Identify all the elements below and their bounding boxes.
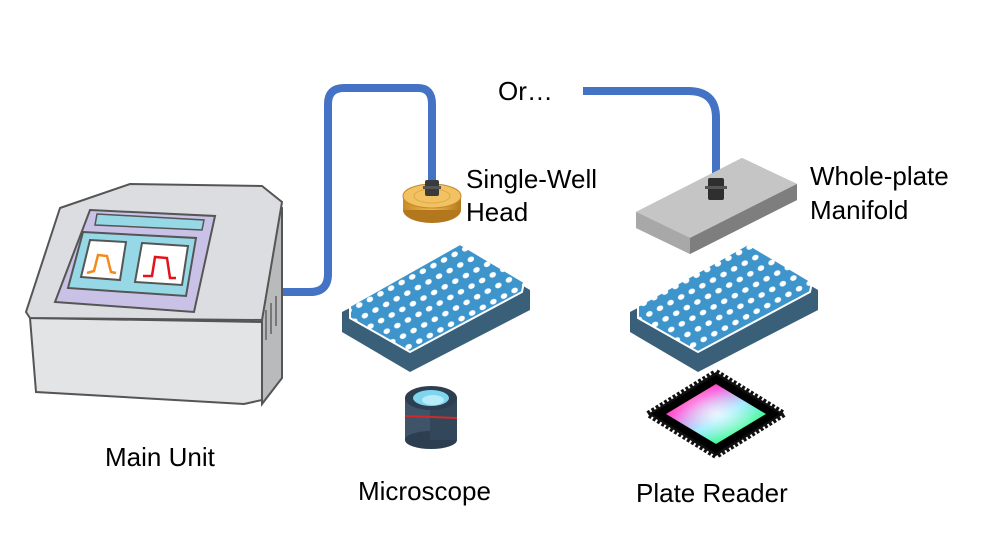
microscope-objective-icon	[404, 386, 458, 449]
96-well-plate-left-icon	[342, 242, 530, 372]
main-unit-label: Main Unit	[105, 442, 215, 472]
plate-reader-label: Plate Reader	[636, 478, 788, 508]
tube-to-single-well-head	[282, 84, 436, 296]
tube-to-manifold	[583, 87, 720, 180]
or-label: Or…	[498, 76, 553, 106]
single-well-head-label-line1: Single-Well	[466, 164, 598, 194]
plate-reader-chip-icon	[642, 368, 790, 460]
single-well-head-icon	[402, 180, 462, 223]
manifold-icon	[636, 158, 797, 254]
microscope-label: Microscope	[358, 476, 491, 506]
main-unit-device-icon	[24, 182, 284, 407]
96-well-plate-right-icon	[630, 242, 818, 372]
manifold-label-line1: Whole-plate	[810, 161, 949, 191]
single-well-head-label-line2: Head	[466, 197, 529, 227]
manifold-label-line2: Manifold	[810, 195, 909, 225]
